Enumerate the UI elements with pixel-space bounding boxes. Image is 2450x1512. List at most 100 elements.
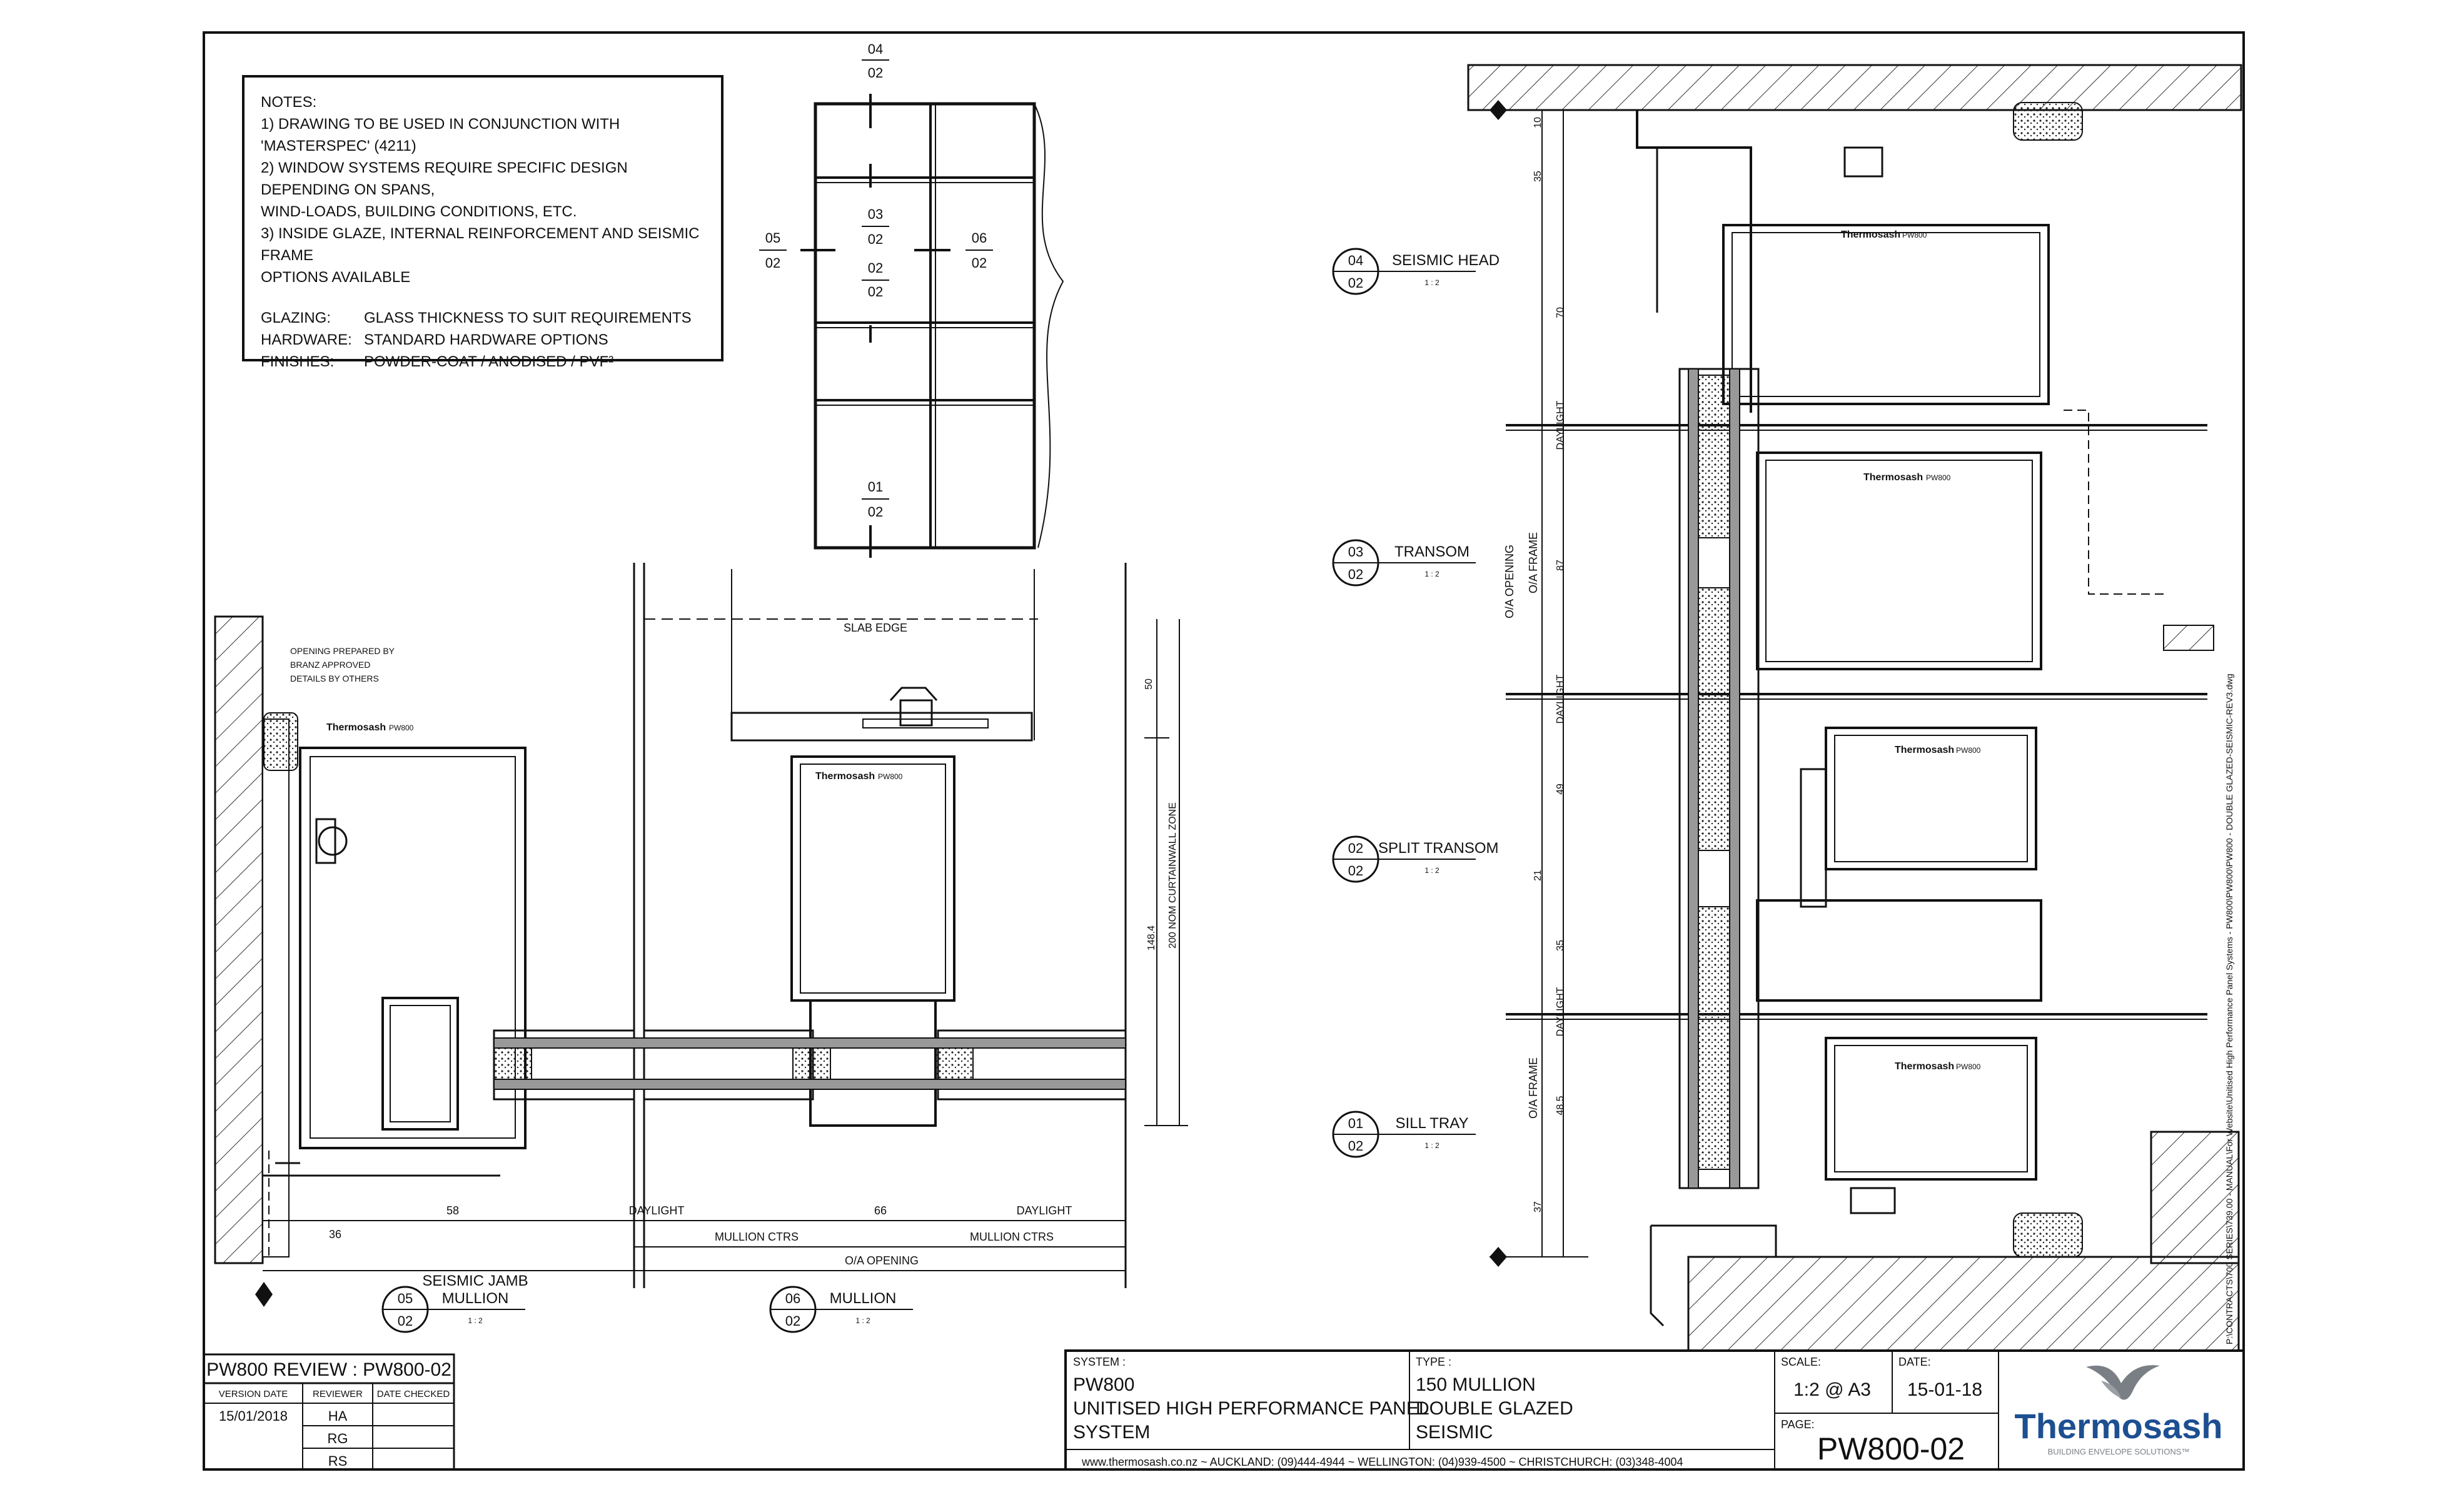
svg-text:87: 87 xyxy=(1555,560,1566,571)
svg-text:02: 02 xyxy=(398,1313,413,1329)
svg-text:01: 01 xyxy=(868,479,883,495)
reviewer-rs: RS xyxy=(328,1453,348,1469)
reviewer-ha: HA xyxy=(328,1408,348,1424)
callout-split-transom: 02 02 SPLIT TRANSOM 1 : 2 xyxy=(1332,835,1499,883)
svg-text:37: 37 xyxy=(1533,1201,1543,1212)
section-brand-stamp-3: Thermosash PW800 xyxy=(1895,745,1981,755)
reviewer-rg: RG xyxy=(328,1431,348,1446)
svg-text:05: 05 xyxy=(765,230,780,246)
elevation-marker-06: 06 02 xyxy=(965,230,993,271)
svg-text:04: 04 xyxy=(868,41,883,57)
notes-line-1: 1) DRAWING TO BE USED IN CONJUNCTION WIT… xyxy=(261,116,620,154)
svg-text:TRANSOM: TRANSOM xyxy=(1394,543,1469,560)
notes-heading: NOTES: xyxy=(261,94,317,111)
svg-text:02: 02 xyxy=(868,284,883,300)
svg-text:MULLION: MULLION xyxy=(442,1290,509,1307)
svg-text:02: 02 xyxy=(1348,275,1363,291)
svg-text:Thermosash: Thermosash xyxy=(1895,1061,1954,1072)
svg-text:1 : 2: 1 : 2 xyxy=(1424,570,1439,578)
title-block xyxy=(1064,1349,2245,1471)
spec-finishes: FINISHES: POWDER-COAT / ANODISED / PVF² xyxy=(261,353,614,370)
svg-text:02: 02 xyxy=(868,260,883,276)
svg-text:10: 10 xyxy=(1533,117,1543,128)
notes-line-3: WIND-LOADS, BUILDING CONDITIONS, ETC. xyxy=(261,203,577,220)
type-line-2: DOUBLE GLAZED xyxy=(1416,1398,1573,1419)
dim-daylight-right: DAYLIGHT xyxy=(1017,1204,1072,1217)
svg-text:1 : 2: 1 : 2 xyxy=(1424,866,1439,875)
svg-text:02: 02 xyxy=(765,255,780,271)
svg-text:02: 02 xyxy=(1348,1138,1363,1154)
dim-oa-opening: O/A OPENING xyxy=(845,1254,919,1267)
svg-text:1 : 2: 1 : 2 xyxy=(1424,1141,1439,1150)
svg-text:PW800: PW800 xyxy=(1956,1062,1981,1071)
scale-label: SCALE: xyxy=(1781,1356,1821,1368)
callout-sill-tray: 01 02 SILL TRAY 1 : 2 xyxy=(1332,1111,1476,1158)
review-title: PW800 REVIEW : PW800-02 xyxy=(206,1359,451,1380)
dim-36: 36 xyxy=(329,1228,341,1241)
svg-text:PW800: PW800 xyxy=(878,772,903,781)
elevation-marker-05: 05 02 xyxy=(759,230,787,271)
svg-text:35: 35 xyxy=(1533,171,1543,182)
jamb-brand-stamp: Thermosash PW800 xyxy=(326,722,414,733)
svg-text:70: 70 xyxy=(1555,307,1566,318)
svg-text:O/A FRAME: O/A FRAME xyxy=(1527,532,1540,593)
elevation-marker-01: 01 02 xyxy=(862,479,889,520)
mullion-brand-stamp: Thermosash PW800 xyxy=(815,771,903,782)
date-value: 15-01-18 xyxy=(1907,1379,1982,1400)
svg-text:O/A OPENING: O/A OPENING xyxy=(1503,545,1516,618)
svg-text:SPLIT TRANSOM: SPLIT TRANSOM xyxy=(1378,840,1499,857)
spec-glazing: GLAZING: GLASS THICKNESS TO SUIT REQUIRE… xyxy=(261,310,692,326)
svg-text:OPENING PREPARED BY: OPENING PREPARED BY xyxy=(290,646,395,656)
svg-text:BUILDING ENVELOPE SOLUTIONS™: BUILDING ENVELOPE SOLUTIONS™ xyxy=(2048,1447,2190,1456)
section-brand-stamp-1: Thermosash PW800 xyxy=(1841,229,1927,240)
svg-text:Thermosash: Thermosash xyxy=(2015,1406,2223,1446)
review-version-date: 15/01/2018 xyxy=(219,1408,288,1424)
contact-line: www.thermosash.co.nz ~ AUCKLAND: (09)444… xyxy=(1081,1456,1683,1468)
svg-text:Thermosash: Thermosash xyxy=(1841,229,1900,240)
svg-text:SEISMIC HEAD: SEISMIC HEAD xyxy=(1392,252,1500,269)
dim-58: 58 xyxy=(446,1204,459,1217)
notes-line-2: 2) WINDOW SYSTEMS REQUIRE SPECIFIC DESIG… xyxy=(261,159,628,198)
dim-148: 148.4 xyxy=(1146,925,1157,950)
review-header-reviewer: REVIEWER xyxy=(313,1389,363,1399)
review-header-version-date: VERSION DATE xyxy=(219,1389,288,1399)
date-label: DATE: xyxy=(1898,1356,1931,1368)
spec-hardware: HARDWARE: STANDARD HARDWARE OPTIONS xyxy=(261,331,608,348)
review-table xyxy=(203,1353,455,1471)
section-brand-stamp-2: Thermosash PW800 xyxy=(1863,472,1951,483)
svg-text:48.5: 48.5 xyxy=(1555,1096,1566,1115)
svg-text:SEISMIC JAMB: SEISMIC JAMB xyxy=(422,1273,528,1289)
svg-text:MULLION: MULLION xyxy=(830,1290,897,1307)
svg-text:PW800: PW800 xyxy=(389,723,414,732)
dim-zone: 200 NOM CURTAINWALL ZONE xyxy=(1167,802,1178,949)
callout-transom: 03 02 TRANSOM 1 : 2 xyxy=(1332,539,1476,587)
svg-text:PW800: PW800 xyxy=(1956,746,1981,755)
svg-text:02: 02 xyxy=(1348,863,1363,879)
system-line-2: UNITISED HIGH PERFORMANCE PANEL xyxy=(1073,1398,1429,1419)
svg-text:SILL TRAY: SILL TRAY xyxy=(1396,1115,1469,1132)
notes-line-5: OPTIONS AVAILABLE xyxy=(261,269,411,286)
svg-text:O/A FRAME: O/A FRAME xyxy=(1527,1057,1540,1119)
vertical-section xyxy=(1467,64,2242,1352)
file-path: P:\CONTRACTS\700 SERIES\739.00 - MANUAL\… xyxy=(2224,673,2234,1344)
svg-text:DAYLIGHT: DAYLIGHT xyxy=(1555,674,1566,723)
svg-text:BRANZ APPROVED: BRANZ APPROVED xyxy=(290,660,370,670)
system-label: SYSTEM : xyxy=(1073,1356,1126,1368)
svg-text:03: 03 xyxy=(1348,544,1363,560)
dim-66: 66 xyxy=(874,1204,887,1217)
plan-section xyxy=(214,563,1188,1307)
svg-text:02: 02 xyxy=(785,1313,800,1329)
scale-value: 1:2 @ A3 xyxy=(1793,1379,1871,1400)
svg-text:1 : 2: 1 : 2 xyxy=(855,1316,870,1325)
elevation-marker-04: 04 02 xyxy=(862,41,889,81)
svg-text:05: 05 xyxy=(398,1291,413,1306)
svg-text:1 : 2: 1 : 2 xyxy=(1424,278,1439,287)
svg-text:DAYLIGHT: DAYLIGHT xyxy=(1555,400,1566,450)
page-value: PW800-02 xyxy=(1817,1431,1965,1466)
svg-text:02: 02 xyxy=(1348,567,1363,582)
svg-text:02: 02 xyxy=(868,231,883,247)
callout-seismic-jamb: 05 02 SEISMIC JAMB MULLION 1 : 2 xyxy=(381,1273,528,1333)
callout-mullion: 06 02 MULLION 1 : 2 xyxy=(769,1286,913,1333)
system-line-3: SYSTEM xyxy=(1073,1422,1150,1443)
svg-text:04: 04 xyxy=(1348,253,1363,268)
